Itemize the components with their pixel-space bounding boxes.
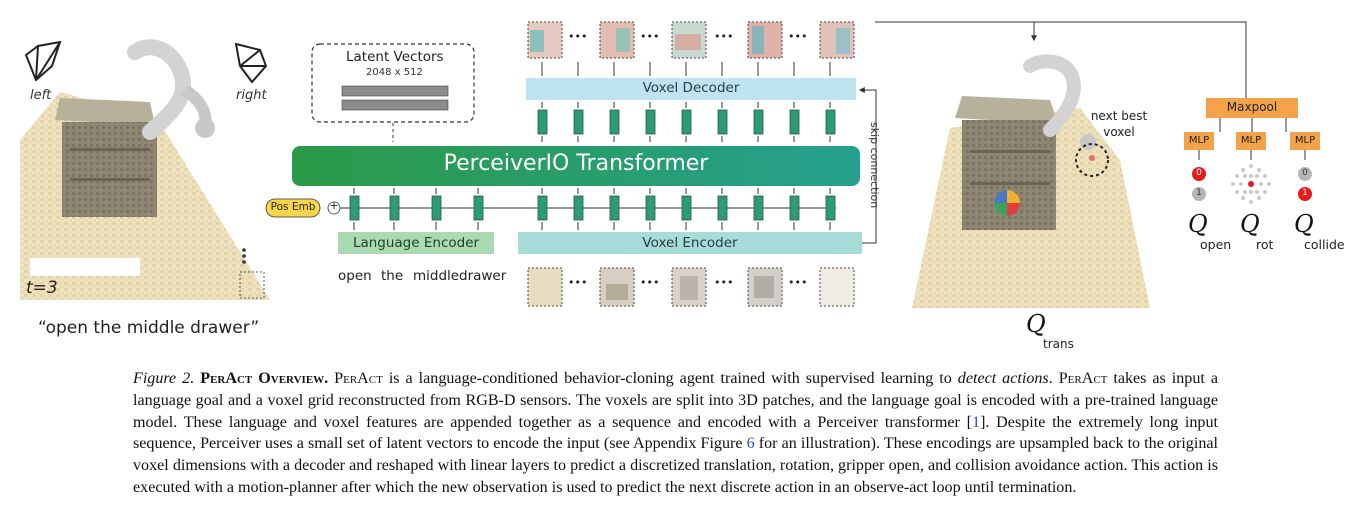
left-scene — [20, 39, 270, 300]
collide-value-1: 1 — [1302, 188, 1308, 198]
plus-circle — [327, 201, 341, 215]
camera-right-label: right — [236, 88, 267, 103]
ellipsis: ••• — [640, 30, 660, 43]
plus-label: + — [329, 199, 339, 212]
language-encoder-bar — [338, 232, 494, 254]
ellipsis: ••• — [788, 30, 808, 43]
citation-link[interactable]: 1 — [972, 413, 981, 431]
next-best-voxel-marker — [1075, 143, 1109, 177]
mlp-label-collide: MLP — [1294, 135, 1316, 146]
input-arrows — [353, 188, 831, 230]
input-voxel-row — [527, 267, 855, 307]
latent-vectors-dims: 2048 x 512 — [366, 67, 423, 78]
collide-value-0-dot — [1298, 167, 1312, 181]
mlp-label-open: MLP — [1188, 135, 1210, 146]
decoder-arrows — [541, 62, 831, 142]
caption-text: ]. Despite the extremely long input sequ… — [133, 413, 1218, 453]
left-cabinet-top — [55, 98, 155, 125]
caption-text: is a language-conditioned behavior-cloni… — [382, 370, 958, 387]
rotation-sphere-icon — [1231, 164, 1271, 204]
q-open-symbol: Q — [1188, 210, 1208, 238]
q-rot-symbol: Q — [1240, 210, 1260, 238]
skip-connection-label: skip connection — [868, 122, 881, 209]
perceiverio-transformer-block — [292, 146, 860, 186]
ellipsis: ••• — [640, 276, 660, 289]
caption-text: PerAct — [328, 370, 383, 387]
pos-emb-pill — [265, 198, 321, 218]
input-tokens — [349, 195, 836, 221]
voxel-decoder-bar — [526, 78, 856, 100]
open-value-1-dot — [1192, 187, 1206, 201]
skip-connection-arrow — [858, 87, 877, 244]
voxel-encoder-label: Voxel Encoder — [642, 235, 738, 251]
open-value-1: 1 — [1196, 188, 1202, 198]
caption-text: takes as input a language goal and a vox… — [133, 370, 1218, 431]
input-voxel — [819, 267, 855, 307]
language-token: the — [381, 268, 404, 284]
output-connector-line — [875, 21, 1247, 98]
left-cabinet — [62, 122, 157, 217]
appendix-figure-link[interactable]: 6 — [746, 435, 755, 453]
language-token: drawer — [459, 268, 507, 284]
transformer-label: PerceiverIO Transformer — [443, 151, 709, 176]
camera-right-icon — [234, 42, 268, 84]
open-value-0-dot — [1192, 167, 1206, 181]
pos-emb-label: Pos Emb — [270, 201, 316, 213]
language-encoder-label: Language Encoder — [352, 235, 480, 251]
latent-vectors-box — [311, 43, 475, 142]
caption-title: PerAct Overview. — [200, 370, 329, 387]
left-voxel-cube — [239, 271, 265, 299]
decoder-tokens — [537, 109, 836, 135]
mlp-box-collide — [1290, 132, 1320, 150]
ellipsis: ••• — [568, 30, 588, 43]
language-token: open — [338, 268, 372, 284]
maxpool-label: Maxpool — [1226, 100, 1278, 114]
input-voxel — [527, 267, 563, 307]
q-collide-symbol: Q — [1294, 210, 1314, 238]
voxel-encoder-bar — [518, 232, 862, 254]
mlp-label-rot: MLP — [1240, 135, 1262, 146]
ellipsis: ••• — [568, 276, 588, 289]
mlp-box-open — [1184, 132, 1214, 150]
right-robot-arm — [1023, 54, 1081, 137]
heads — [1184, 98, 1320, 204]
maxpool-box — [1206, 98, 1298, 118]
instruction-label: “open the middle drawer” — [38, 318, 260, 338]
timestep-label: t=3 — [26, 278, 58, 298]
caption-text: . — [1048, 370, 1059, 387]
language-token: middle — [413, 268, 460, 284]
caption-text: detect actions — [957, 370, 1049, 387]
output-voxel-row — [527, 21, 855, 59]
caption-figure-label: Figure 2. — [133, 370, 195, 387]
figure-caption: Figure 2. PerAct Overview. PerAct is a l… — [133, 368, 1218, 499]
collide-value-1-dot — [1298, 187, 1312, 201]
ellipsis: ••• — [714, 30, 734, 43]
right-scene — [912, 54, 1150, 308]
q-collide-label: collide — [1304, 237, 1345, 252]
left-robot-arm — [127, 39, 192, 140]
collide-value-0: 0 — [1302, 168, 1308, 178]
camera-left-icon — [24, 40, 62, 82]
q-open-label: open — [1200, 237, 1232, 252]
next-best-voxel-label: next best voxel — [1090, 109, 1148, 139]
caption-text: for an illustration). These encodings ar… — [133, 435, 1218, 496]
ellipsis: ••• — [714, 276, 734, 289]
latent-vectors-title: Latent Vectors — [346, 49, 444, 65]
mlp-box-rot — [1236, 132, 1266, 150]
camera-left-label: left — [30, 88, 52, 103]
ellipsis: ••• — [788, 276, 808, 289]
q-trans-subscript: trans — [1043, 337, 1074, 351]
caption-text: PerAct — [1058, 370, 1108, 387]
q-trans-symbol: Q — [1026, 310, 1046, 338]
open-value-0: 0 — [1196, 168, 1202, 178]
figure: left right t=3 “open the middle drawer” … — [20, 21, 1345, 351]
voxel-decoder-label: Voxel Decoder — [642, 80, 740, 96]
latent-bars — [341, 85, 449, 111]
q-rot-label: rot — [1256, 237, 1274, 252]
rotation-sphere-mini-icon — [994, 190, 1020, 216]
